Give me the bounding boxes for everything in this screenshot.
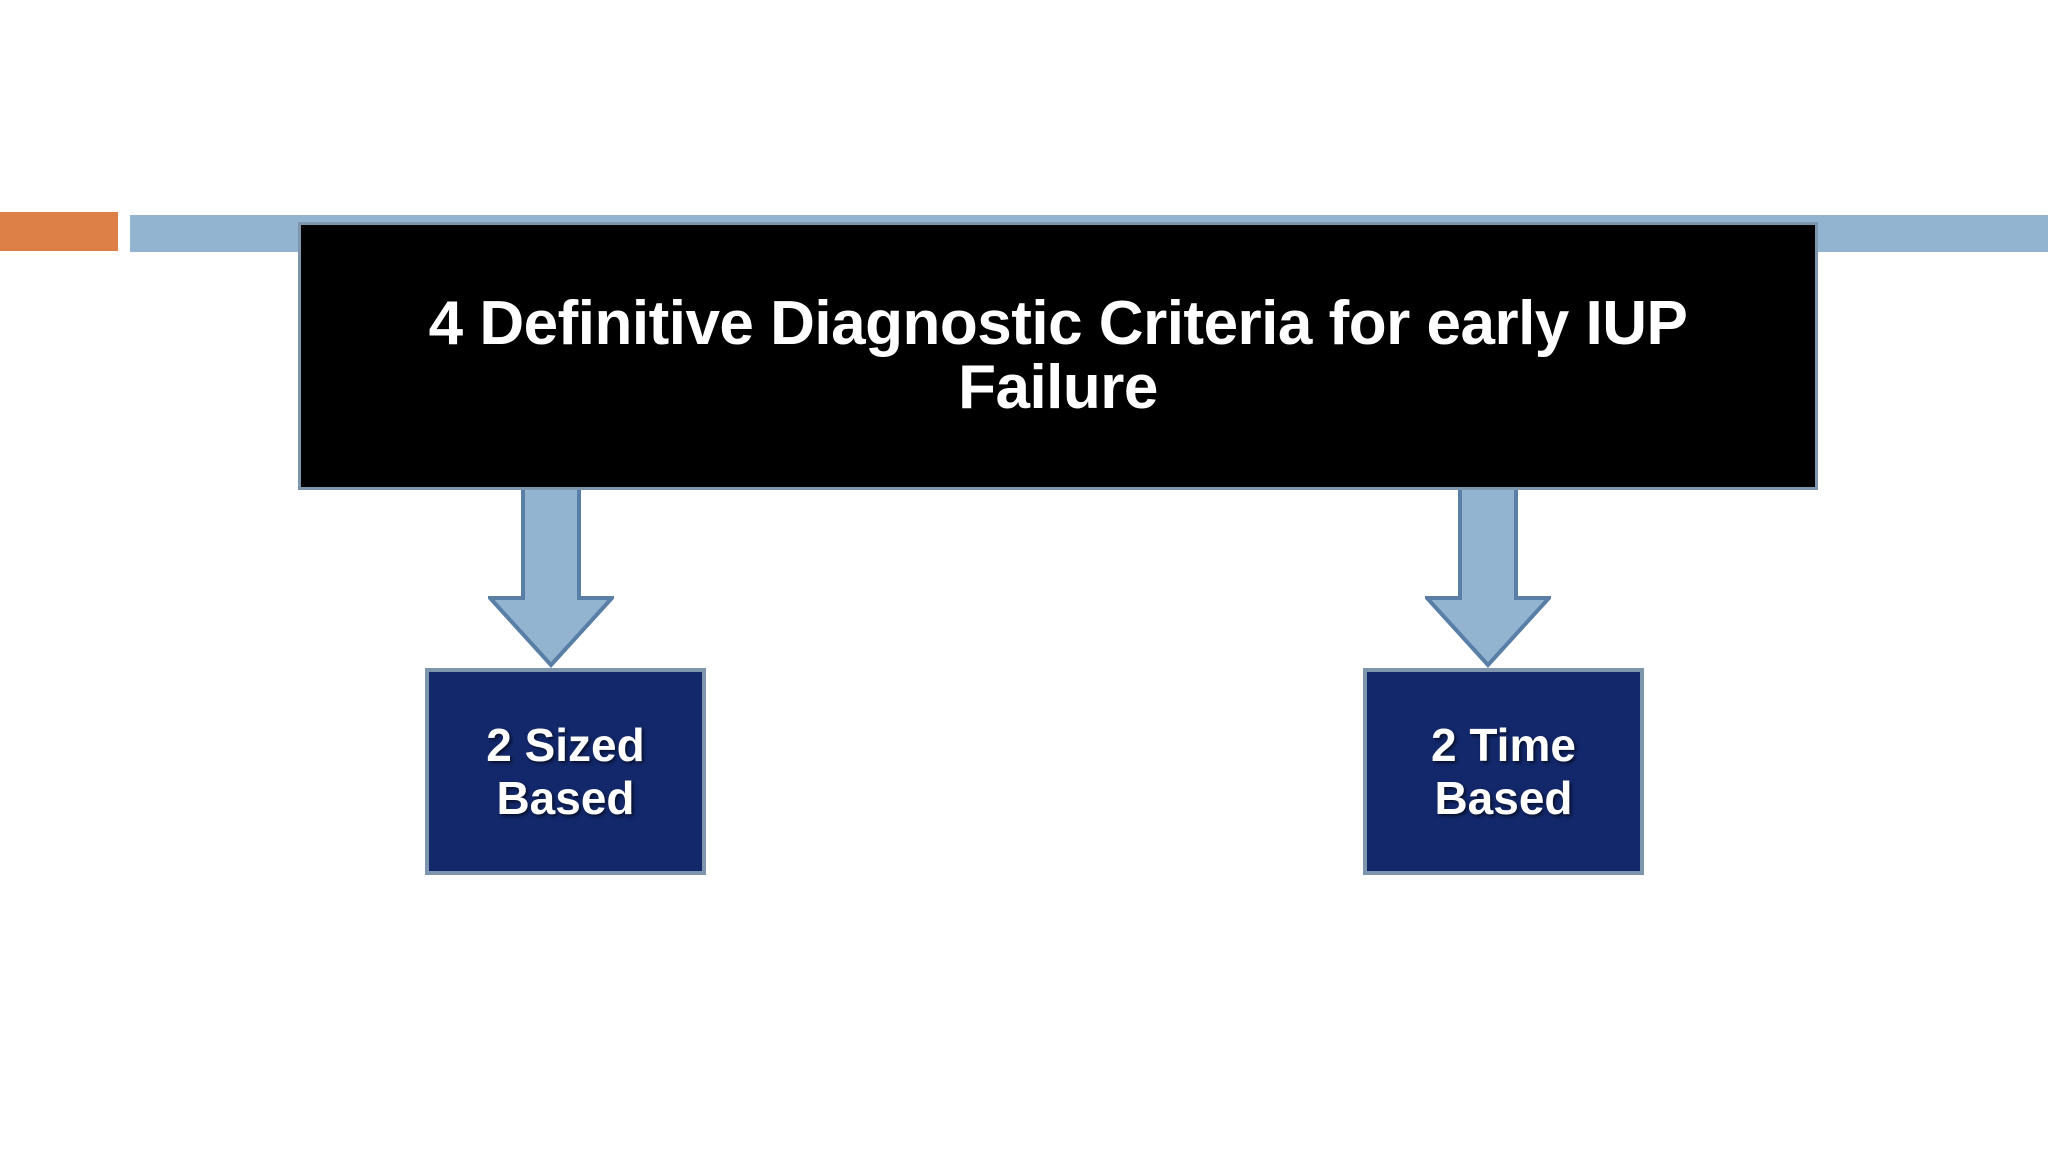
diagram-root-node: 4 Definitive Diagnostic Criteria for ear…	[298, 222, 1818, 490]
diagram-node-size-based-line1: 2 Sized	[486, 719, 645, 772]
diagram-root-label-line1: 4 Definitive Diagnostic Criteria for ear…	[428, 289, 1688, 359]
diagram-node-time-based-line1: 2 Time	[1431, 719, 1576, 772]
down-arrow-left-icon	[488, 486, 614, 668]
diagram-node-time-based: 2 Time Based	[1363, 668, 1644, 875]
diagram-node-size-based: 2 Sized Based	[425, 668, 706, 875]
orange-accent-bar	[0, 212, 118, 251]
down-arrow-right-icon	[1425, 486, 1551, 668]
diagram-node-time-based-label: 2 Time Based	[1421, 719, 1586, 824]
diagram-node-size-based-line2: Based	[496, 771, 635, 824]
diagram-root-label-line2: Failure	[958, 353, 1158, 422]
diagram-root-label: 4 Definitive Diagnostic Criteria for ear…	[429, 292, 1688, 420]
diagram-node-time-based-line2: Based	[1434, 771, 1573, 824]
diagram-node-size-based-label: 2 Sized Based	[476, 719, 655, 824]
